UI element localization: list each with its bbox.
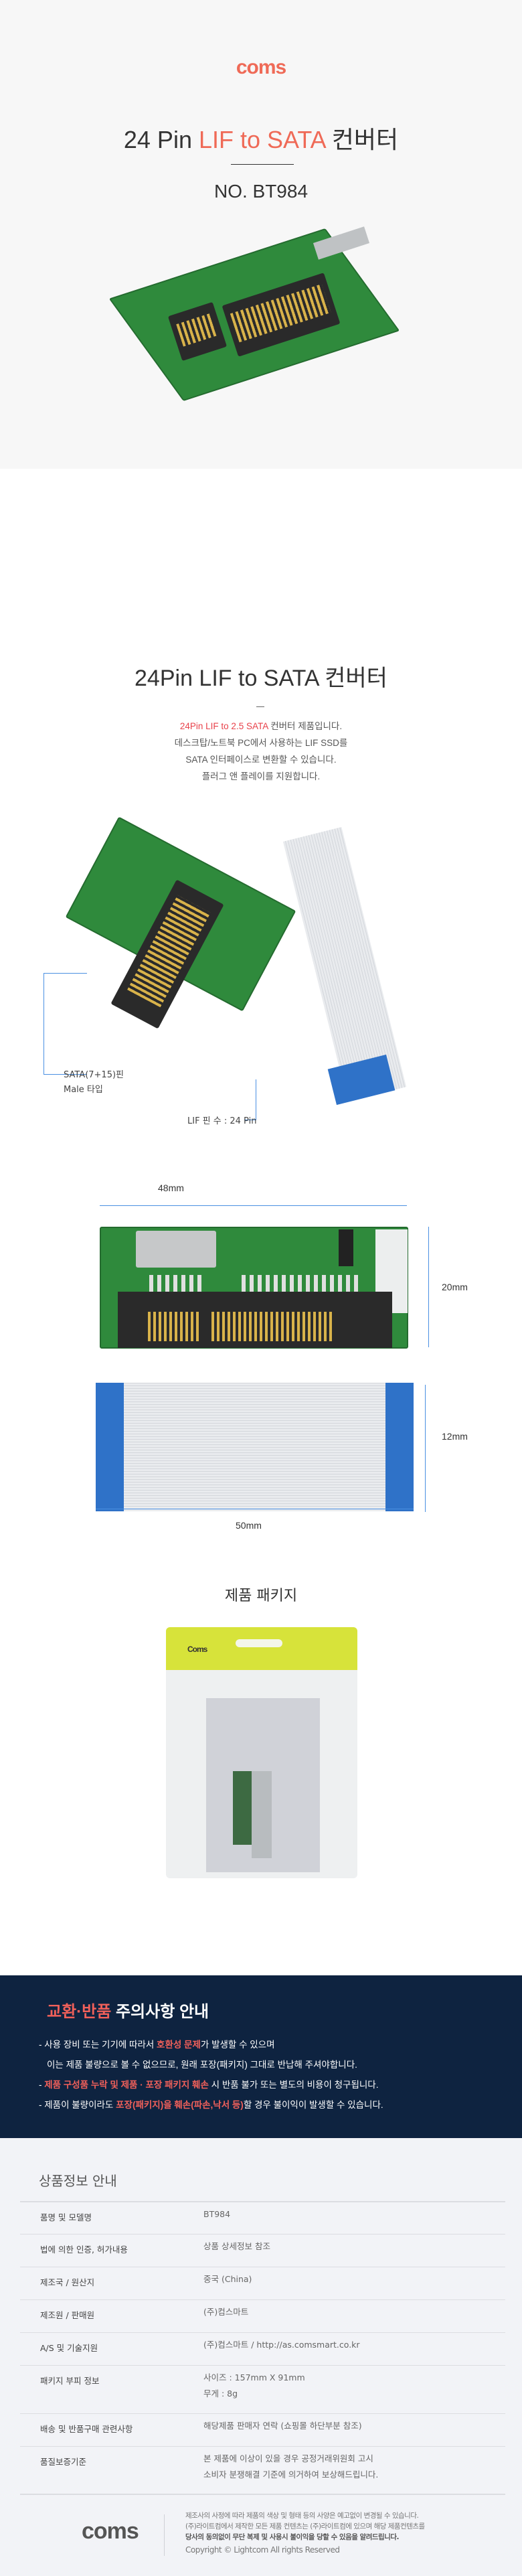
brand-logo: coms [236,56,286,78]
notice-line-2: 이는 제품 불량으로 볼 수 없으므로, 원래 포장(패키지) 그대로 반납해 … [47,2060,357,2070]
footer-line3: 당사의 동의없이 무단 복제 및 사용시 불이익을 당할 수 있음을 알려드립니… [185,2533,400,2541]
info-table-top [20,2201,505,2202]
info-row: 제조원 / 판매원(주)컴스마트 [20,2300,505,2333]
notice-line-3: - 제품 구성품 누락 및 제품 · 포장 패키지 훼손 시 반품 불가 또는 … [39,2080,379,2090]
sata-callout-line [44,973,87,1075]
model-number: NO. BT984 [213,181,309,202]
desc-line4: 플러그 앤 플레이를 지원합니다. [201,771,321,781]
sata-line1: SATA(7+15)핀 [64,1070,124,1080]
footer-logo: coms [82,2518,139,2544]
sata-callout-label: SATA(7+15)핀 Male 타입 [64,1068,124,1097]
footer-text: 제조사의 사정에 따라 제품의 색상 및 형태 등의 사양은 예고없이 변경될 … [185,2510,425,2555]
pcb-width-line [100,1205,407,1206]
pcb-height-label: 20mm [442,1282,468,1292]
intro-dash [256,706,264,707]
hero-section: coms 24 Pin LIF to SATA 컨버터 NO. BT984 [0,0,522,469]
footer-line1: 제조사의 사정에 따라 제품의 색상 및 형태 등의 사양은 예고없이 변경될 … [185,2512,419,2520]
package-title: 제품 패키지 [224,1588,298,1604]
ffc-cable-top-view [96,1383,414,1511]
desc-line2: 데스크탑/노트북 PC에서 사용하는 LIF SSD를 [174,738,348,748]
title-post: 컨버터 [325,126,399,153]
info-title: 상품정보 안내 [39,2173,117,2189]
cable-width-label: 50mm [236,1520,262,1531]
package-image: Coms [166,1627,357,1878]
footer-copyright: Copyright © Lightcom All rights Reserved [185,2545,340,2555]
lif-callout-label: LIF 핀 수 : 24 Pin [187,1116,257,1126]
info-row: A/S 및 기술지원(주)컴스마트 / http://as.comsmart.c… [20,2333,505,2366]
notice-title-rest: 주의사항 안내 [111,2003,209,2021]
desc-highlight: 24Pin LIF to 2.5 SATA [179,721,268,731]
title-highlight: LIF to SATA [198,126,325,153]
intro-title: 24Pin LIF to SATA 컨버터 [135,666,387,691]
cable-height-label: 12mm [442,1431,468,1442]
footer-divider [164,2514,165,2556]
title-pre: 24 Pin [123,126,199,153]
notice-title-highlight: 교환·반품 [47,2003,112,2021]
hero-title: 24 Pin LIF to SATA 컨버터 [0,121,522,155]
product-callout-image [65,816,455,1132]
desc-line3: SATA 인터페이스로 변환할 수 있습니다. [185,755,337,765]
product-image [108,226,400,422]
cable-height-line [425,1385,426,1512]
notice-line-4: - 제품이 불량이라도 포장(패키지)을 훼손(파손,낙서 등)할 경우 불이익… [39,2100,383,2110]
footer-line2: (주)라이트컴에서 제작한 모든 제품 컨텐츠는 (주)라이트컴에 있으며 해당… [185,2522,425,2530]
notice-title: 교환·반품 주의사항 안내 [47,1998,209,2022]
return-notice-section: 교환·반품 주의사항 안내 - 사용 장비 또는 기기에 따라서 호환성 문제가… [0,1975,522,2138]
divider [231,164,294,165]
pcb-width-label: 48mm [158,1183,184,1193]
notice-line-1: - 사용 장비 또는 기기에 따라서 호환성 문제가 발생할 수 있으며 [39,2040,275,2050]
pcb-top-view [100,1227,408,1349]
sata-line2: Male 타입 [64,1085,103,1095]
pcb-height-line [428,1227,429,1347]
lif-callout-line [244,1079,256,1120]
package-brand: Coms [187,1645,207,1654]
intro-description: 24Pin LIF to 2.5 SATA 컨버터 제품입니다. 데스크탑/노트… [0,718,522,785]
desc-line1: 컨버터 제품입니다. [268,721,343,731]
